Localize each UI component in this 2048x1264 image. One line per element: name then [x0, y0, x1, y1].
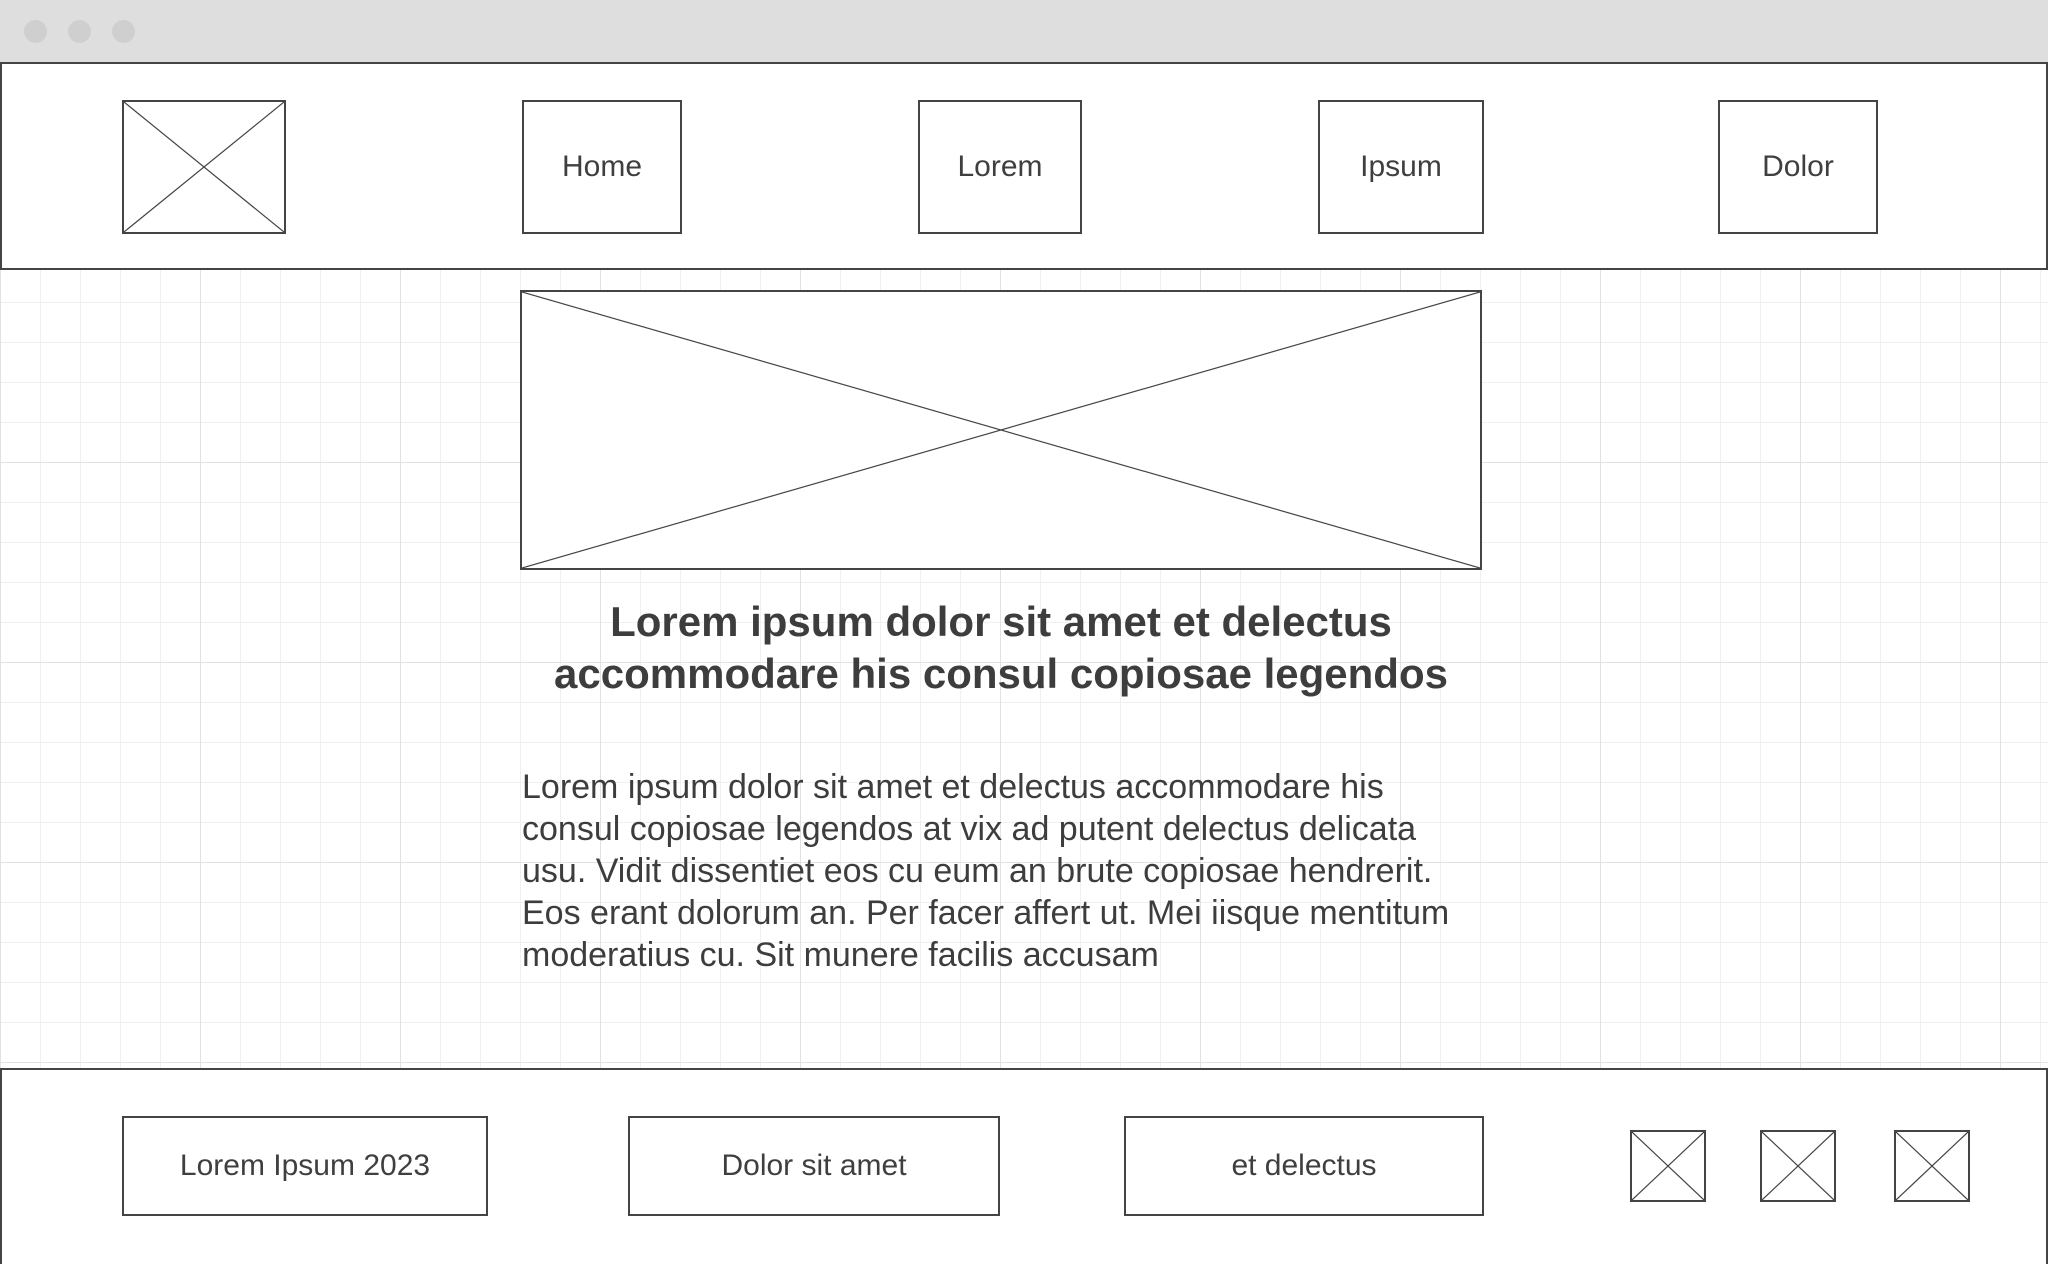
nav-ipsum-button[interactable]: Ipsum — [1318, 100, 1484, 234]
footer-link-label: Lorem Ipsum 2023 — [179, 1149, 431, 1182]
nav-lorem-label: Lorem — [957, 150, 1043, 183]
nav-home-label: Home — [561, 150, 643, 183]
nav-ipsum-label: Ipsum — [1360, 150, 1442, 183]
footer-link-delectus[interactable]: et delectus — [1124, 1116, 1484, 1216]
footer-link-label: Dolor sit amet — [721, 1149, 907, 1182]
nav-lorem-button[interactable]: Lorem — [918, 100, 1082, 234]
page-headline: Lorem ipsum dolor sit amet et delectus a… — [554, 598, 1448, 697]
footer-link-label: et delectus — [1231, 1149, 1377, 1182]
social-image-placeholder-icon[interactable] — [1894, 1130, 1970, 1202]
social-image-placeholder-icon[interactable] — [1630, 1130, 1706, 1202]
social-image-placeholder-icon[interactable] — [1760, 1130, 1836, 1202]
footer-link-dolor[interactable]: Dolor sit amet — [628, 1116, 1000, 1216]
hero-image-placeholder-icon — [520, 290, 1482, 570]
nav-dolor-label: Dolor — [1762, 150, 1834, 183]
nav-dolor-button[interactable]: Dolor — [1718, 100, 1878, 234]
body-paragraph: Lorem ipsum dolor sit amet et delectus a… — [522, 768, 1450, 974]
nav-home-button[interactable]: Home — [522, 100, 682, 234]
footer-link-copyright[interactable]: Lorem Ipsum 2023 — [122, 1116, 488, 1216]
window-close-button[interactable] — [24, 20, 47, 43]
window-minimize-button[interactable] — [68, 20, 91, 43]
window-titlebar — [0, 0, 2048, 62]
window-maximize-button[interactable] — [112, 20, 135, 43]
logo-image-placeholder-icon[interactable] — [122, 100, 286, 234]
